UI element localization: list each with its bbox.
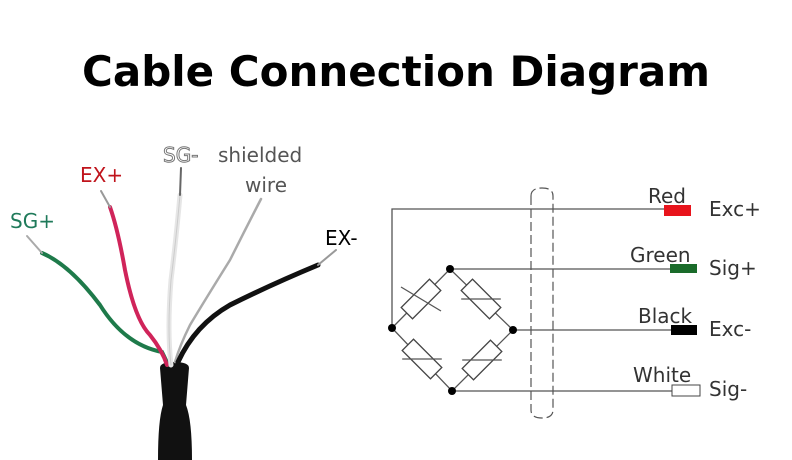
node	[446, 265, 454, 273]
cable-shield	[530, 187, 554, 419]
page-title: Cable Connection Diagram	[82, 47, 710, 96]
label-shielded: shielded	[218, 143, 302, 167]
red-wire-tip	[100, 190, 111, 208]
exc-plus-line	[391, 208, 664, 328]
white-wire-tip	[179, 167, 182, 196]
green-wire	[40, 251, 170, 367]
terminal-color-green: Green	[630, 243, 691, 267]
label-ex-plus: EX+	[80, 163, 123, 187]
black-wire-tip	[317, 249, 337, 266]
cable-photo: SG+ EX+ SG- shielded wire EX-	[10, 143, 358, 460]
strain-gauge-2	[460, 278, 502, 320]
bridge-schematic: Red Green Black White Exc+ Sig+ Exc- Sig…	[388, 184, 761, 419]
node	[448, 387, 456, 395]
terminal-color-white: White	[633, 363, 691, 387]
bridge-edges	[391, 268, 514, 392]
red-wire	[108, 205, 169, 367]
green-wire-tip	[26, 235, 43, 254]
node	[509, 326, 517, 334]
node	[388, 324, 396, 332]
black-terminal	[671, 325, 697, 335]
white-terminal	[671, 384, 701, 397]
cable-jacket	[158, 362, 192, 460]
label-sg-plus: SG+	[10, 209, 55, 233]
terminal-signal-sig-plus: Sig+	[709, 256, 757, 280]
label-sg-minus: SG-	[163, 143, 198, 167]
terminal-signal-exc-minus: Exc-	[709, 317, 751, 341]
strain-gauge-1	[400, 278, 442, 320]
strain-gauge-4	[461, 339, 503, 381]
terminal-color-red: Red	[648, 184, 686, 208]
shield-wire	[173, 197, 263, 364]
label-ex-minus: EX-	[325, 226, 358, 250]
white-wire-outline	[168, 194, 181, 366]
terminal-signal-sig-minus: Sig-	[709, 377, 747, 401]
terminal-color-black: Black	[638, 304, 693, 328]
strain-gauge-3	[401, 338, 443, 380]
green-terminal	[670, 264, 697, 273]
label-wire: wire	[245, 173, 287, 197]
terminal-signal-exc-plus: Exc+	[709, 197, 761, 221]
black-wire	[175, 262, 321, 365]
red-terminal	[664, 205, 691, 216]
